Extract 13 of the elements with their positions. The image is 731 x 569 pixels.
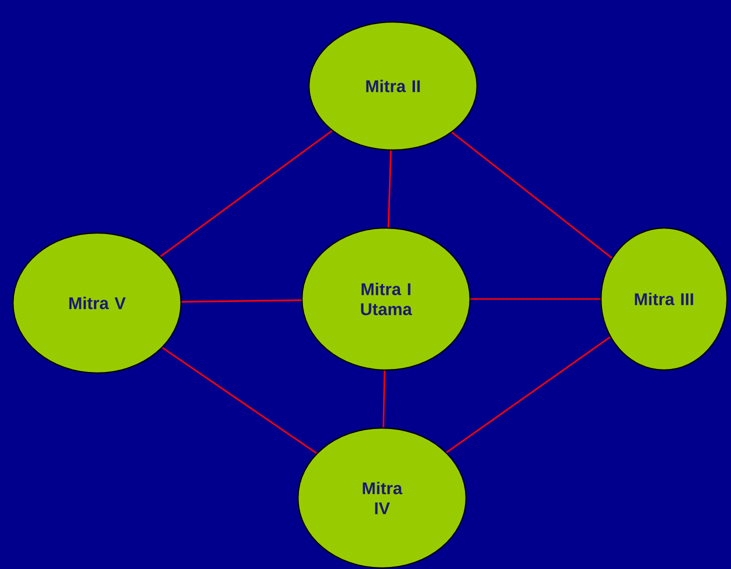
connector-line — [160, 130, 332, 258]
connector-line — [470, 298, 600, 300]
connector-line — [451, 132, 612, 259]
connector-line — [162, 347, 318, 454]
ellipse-node: Mitra V — [12, 232, 182, 374]
connector-line — [446, 336, 611, 454]
ellipse-node: Mitra II — [308, 21, 478, 151]
ellipse-node: Mitra IV — [297, 427, 467, 569]
connector-line — [182, 299, 302, 303]
connector-line — [388, 150, 392, 228]
connector-line — [382, 370, 386, 428]
ellipse-node: Mitra III — [600, 227, 728, 371]
ellipse-node: Mitra I Utama — [301, 227, 471, 371]
